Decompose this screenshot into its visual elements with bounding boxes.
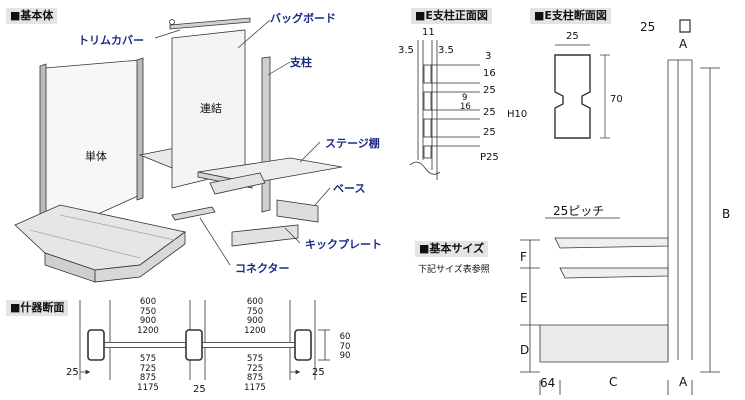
label-base: ベース bbox=[333, 182, 366, 195]
size-f: F bbox=[520, 250, 527, 264]
basic-body-drawing bbox=[14, 17, 343, 283]
dims-upper-right: 600 750 900 1200 bbox=[235, 297, 275, 336]
dim-sub-9: 9 bbox=[462, 93, 468, 103]
dim-top-width: 11 bbox=[422, 27, 435, 38]
dim-lower-right-2: 875 bbox=[246, 373, 264, 383]
dim-upper-right-1: 750 bbox=[246, 306, 264, 317]
dim-lower-left-0: 575 bbox=[139, 354, 157, 364]
dim-upper-left-3: 1200 bbox=[137, 325, 159, 336]
size-pitch: 25ピッチ bbox=[553, 204, 605, 218]
dims-upper-left: 600 750 900 1200 bbox=[128, 297, 168, 336]
fixture-section-drawing bbox=[79, 300, 330, 380]
dim-section-height: 70 bbox=[610, 94, 623, 105]
dim-depth-1: 70 bbox=[339, 341, 351, 352]
size-base-64: 64 bbox=[540, 376, 556, 390]
dim-depth-2: 90 bbox=[339, 351, 351, 361]
dim-right-end: 25 bbox=[312, 367, 325, 378]
section-basic-size: ■基本サイズ bbox=[415, 241, 489, 257]
size-top-25: 25 bbox=[640, 20, 656, 34]
basic-size-drawing bbox=[520, 19, 720, 395]
dim-upper-left-2: 900 bbox=[139, 316, 157, 326]
size-d: D bbox=[520, 343, 530, 357]
e-post-front-drawing bbox=[409, 40, 480, 180]
label-kick-plate: キックプレート bbox=[305, 238, 382, 251]
section-e-post-front: ■E支柱正面図 bbox=[411, 8, 492, 24]
label-connector: コネクター bbox=[235, 262, 290, 275]
dim-section-width: 25 bbox=[566, 31, 579, 42]
e-post-section-drawing bbox=[554, 44, 610, 139]
dims-depth-options: 60 70 90 bbox=[336, 332, 354, 362]
dim-lower-left-2: 875 bbox=[139, 373, 157, 383]
dim-slot-height: 16 bbox=[483, 68, 496, 79]
section-e-post-section: ■E支柱断面図 bbox=[530, 8, 611, 24]
label-single-unit: 単体 bbox=[85, 150, 107, 163]
dim-lower-left-1: 725 bbox=[139, 363, 157, 374]
dim-pitch-1: 25 bbox=[483, 85, 496, 96]
dim-pitch-2: 25 bbox=[483, 107, 496, 118]
dim-middle: 25 bbox=[193, 384, 206, 395]
size-b: B bbox=[722, 207, 731, 221]
dim-top-offset: 3 bbox=[485, 51, 492, 62]
dim-upper-right-2: 900 bbox=[246, 316, 264, 326]
basic-size-note: 下記サイズ表参照 bbox=[418, 265, 490, 275]
dim-lower-right-3: 1175 bbox=[244, 382, 266, 393]
dim-side-left: 3.5 bbox=[398, 45, 414, 56]
size-a-top: A bbox=[679, 37, 688, 51]
dim-upper-right-0: 600 bbox=[246, 297, 264, 307]
dim-hole-label: H10 bbox=[507, 109, 528, 120]
label-bag-board: バッグボード bbox=[270, 12, 336, 25]
dim-left-end: 25 bbox=[66, 367, 79, 378]
label-stage-shelf: ステージ棚 bbox=[325, 137, 380, 150]
dim-upper-right-3: 1200 bbox=[244, 325, 266, 336]
dim-pitch-label: P25 bbox=[480, 152, 499, 163]
label-trim-cover: トリムカバー bbox=[78, 34, 144, 47]
label-post: 支柱 bbox=[290, 56, 312, 69]
dim-upper-left-0: 600 bbox=[139, 297, 157, 307]
dim-lower-right-1: 725 bbox=[246, 363, 264, 374]
dim-lower-left-3: 1175 bbox=[137, 382, 159, 393]
dim-pitch-3: 25 bbox=[483, 127, 496, 138]
dim-sub-16: 16 bbox=[460, 102, 471, 112]
dims-lower-right: 575 725 875 1175 bbox=[235, 354, 275, 393]
section-fixture-section: ■什器断面 bbox=[6, 300, 69, 316]
size-e: E bbox=[520, 291, 528, 305]
callout-leaders bbox=[154, 19, 331, 266]
section-basic-body: ■基本体 bbox=[6, 8, 58, 24]
size-c: C bbox=[609, 375, 618, 389]
dim-depth-0: 60 bbox=[339, 332, 351, 342]
label-linked-unit: 連結 bbox=[200, 102, 222, 115]
dims-lower-left: 575 725 875 1175 bbox=[128, 354, 168, 393]
size-a-bottom: A bbox=[679, 375, 688, 389]
dim-lower-right-0: 575 bbox=[246, 354, 264, 364]
dim-upper-left-1: 750 bbox=[139, 306, 157, 317]
dim-side-right: 3.5 bbox=[438, 45, 454, 56]
